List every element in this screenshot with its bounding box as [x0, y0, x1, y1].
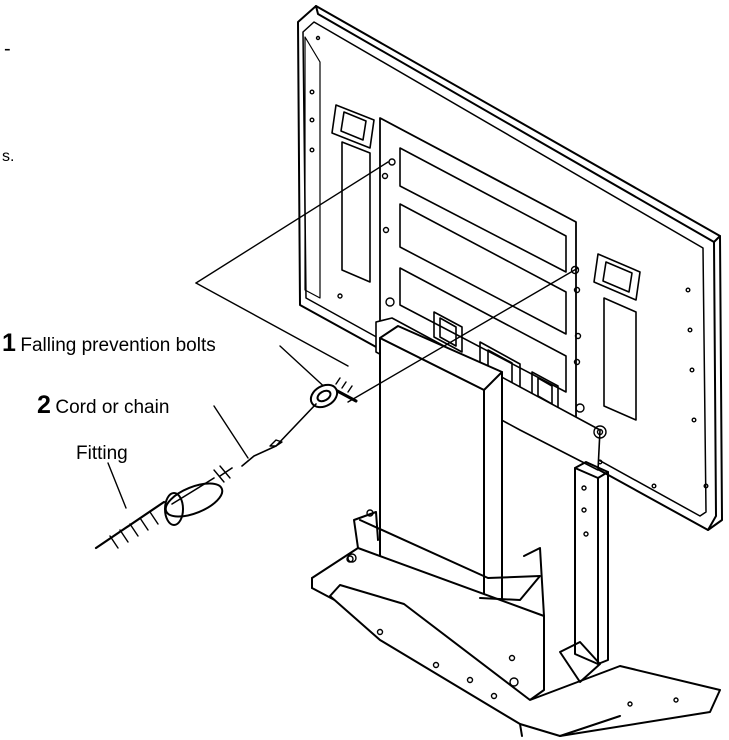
label-cord-or-chain: 2 Cord or chain [37, 391, 169, 420]
stand-details [346, 425, 679, 707]
cropped-dash: - [4, 38, 11, 60]
cropped-text: s. [2, 148, 15, 165]
leader-lines [107, 161, 579, 509]
label-number-2: 2 [37, 391, 51, 419]
stand [311, 317, 721, 737]
tv-panel [297, 5, 723, 531]
label-falling-prevention-bolts: 1 Falling prevention bolts [2, 329, 216, 358]
screws [309, 35, 709, 489]
label-number-1: 1 [2, 329, 16, 357]
label-text-cord: Cord or chain [55, 397, 170, 418]
handle-recesses [331, 104, 641, 301]
bolt-cord-fitting [94, 377, 358, 550]
label-fitting: Fitting [76, 443, 128, 464]
label-text-bolts: Falling prevention bolts [20, 335, 216, 356]
side-slots [341, 141, 637, 421]
